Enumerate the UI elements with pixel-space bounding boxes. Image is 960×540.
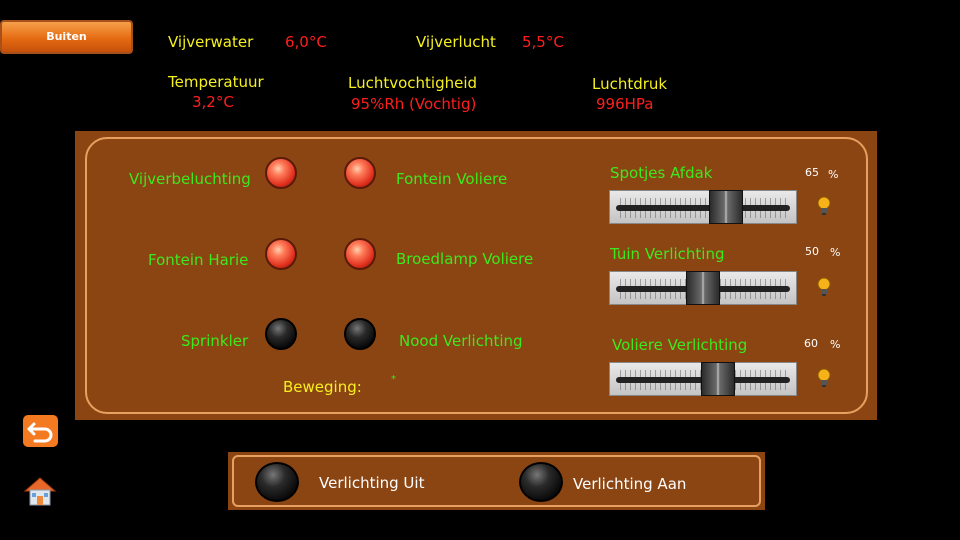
luchtvochtigheid-value: 95%Rh (Vochtig) (351, 95, 477, 113)
bulb-icon[interactable] (817, 196, 831, 220)
back-arrow-icon (27, 422, 53, 443)
dimmer-unit-spotjes-afdak: % (828, 168, 839, 181)
temperatuur-label: Temperatuur (168, 73, 264, 91)
vijverlucht-label: Vijverlucht (416, 33, 496, 51)
tab-buiten[interactable]: Buiten (0, 20, 133, 54)
dimmer-value-spotjes-afdak: 65 (805, 166, 819, 179)
dimmer-value-tuin-verlichting: 50 (805, 245, 819, 258)
switch-label-broedlamp-voliere: Broedlamp Voliere (396, 250, 534, 268)
luchtdruk-value: 996HPa (596, 95, 654, 113)
vijverwater-value: 6,0°C (285, 33, 327, 51)
verlichting-aan-label: Verlichting Aan (573, 475, 687, 493)
vijverbeluchting-toggle[interactable] (265, 157, 297, 189)
home-button[interactable] (22, 474, 58, 508)
lighting-panel (228, 452, 765, 510)
slider-tuin-verlichting[interactable] (609, 271, 797, 305)
verlichting-uit-button[interactable] (255, 462, 299, 502)
temperatuur-value: 3,2°C (192, 93, 234, 111)
bulb-icon[interactable] (817, 368, 831, 392)
switch-label-nood-verlichting: Nood Verlichting (399, 332, 523, 350)
slider-thumb[interactable] (701, 362, 736, 396)
verlichting-aan-button[interactable] (519, 462, 563, 502)
luchtvochtigheid-label: Luchtvochtigheid (348, 74, 478, 92)
fontein-voliere-toggle[interactable] (344, 157, 376, 189)
beweging-label: Beweging: (283, 378, 362, 396)
beweging-value: * (391, 374, 396, 385)
dimmer-unit-tuin-verlichting: % (830, 246, 841, 259)
switch-label-fontein-voliere: Fontein Voliere (396, 170, 508, 188)
dimmer-value-voliere-verlichting: 60 (804, 337, 818, 350)
back-button[interactable] (23, 415, 58, 447)
dimmer-unit-voliere-verlichting: % (830, 338, 841, 351)
switch-label-vijverbeluchting: Vijverbeluchting (129, 170, 251, 188)
slider-thumb[interactable] (686, 271, 720, 305)
slider-spotjes-afdak[interactable] (609, 190, 797, 224)
control-panel-frame (85, 137, 868, 414)
vijverlucht-value: 5,5°C (522, 33, 564, 51)
sprinkler-toggle[interactable] (265, 318, 297, 350)
nood-verlichting-toggle[interactable] (344, 318, 376, 350)
home-icon (23, 477, 57, 506)
switch-label-fontein-harie: Fontein Harie (148, 251, 249, 269)
dimmer-label-tuin-verlichting: Tuin Verlichting (610, 245, 725, 263)
dimmer-label-voliere-verlichting: Voliere Verlichting (612, 336, 748, 354)
slider-voliere-verlichting[interactable] (609, 362, 797, 396)
broedlamp-voliere-toggle[interactable] (344, 238, 376, 270)
fontein-harie-toggle[interactable] (265, 238, 297, 270)
dimmer-label-spotjes-afdak: Spotjes Afdak (610, 164, 713, 182)
bulb-icon[interactable] (817, 277, 831, 301)
vijverwater-label: Vijverwater (168, 33, 254, 51)
lighting-panel-frame (232, 455, 761, 507)
slider-thumb[interactable] (708, 190, 743, 224)
verlichting-uit-label: Verlichting Uit (319, 474, 425, 492)
luchtdruk-label: Luchtdruk (592, 75, 668, 93)
switch-label-sprinkler: Sprinkler (181, 332, 249, 350)
